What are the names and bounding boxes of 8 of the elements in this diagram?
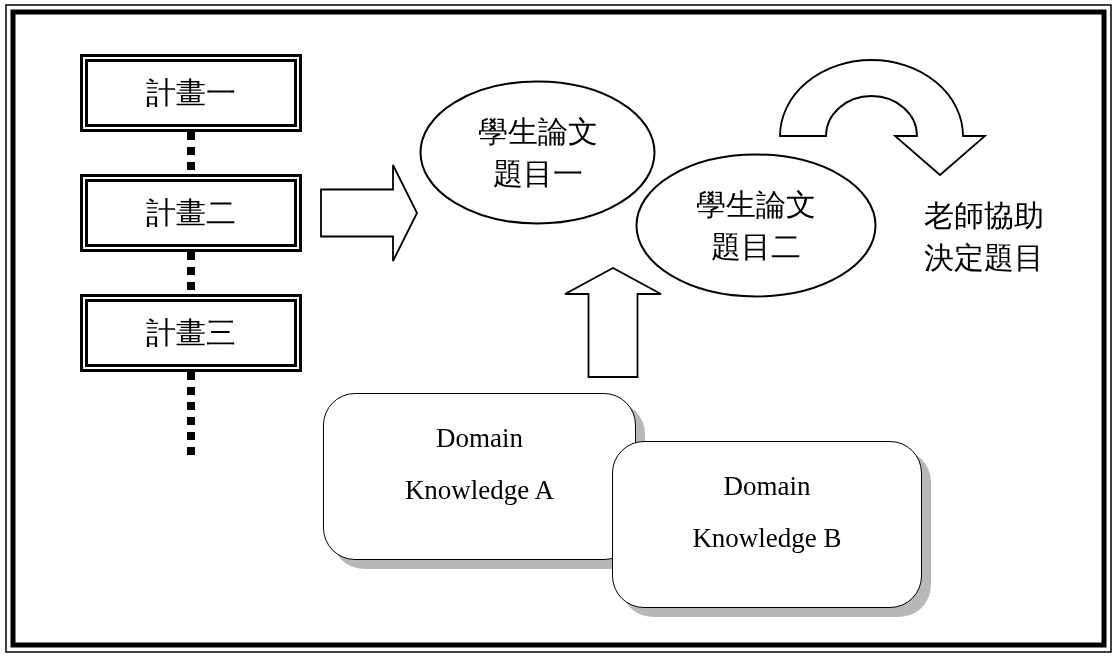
- caption-text: 老師協助決定題目: [915, 195, 1053, 279]
- plan-box: 計畫三: [80, 294, 302, 372]
- block-arrow: [320, 164, 418, 262]
- plan-box: 計畫一: [80, 54, 302, 132]
- plan-box: 計畫二: [80, 174, 302, 252]
- topic-ellipse: 學生論文題目一: [419, 80, 656, 225]
- topic-ellipse: 學生論文題目二: [635, 153, 877, 298]
- block-arrow: [564, 266, 662, 378]
